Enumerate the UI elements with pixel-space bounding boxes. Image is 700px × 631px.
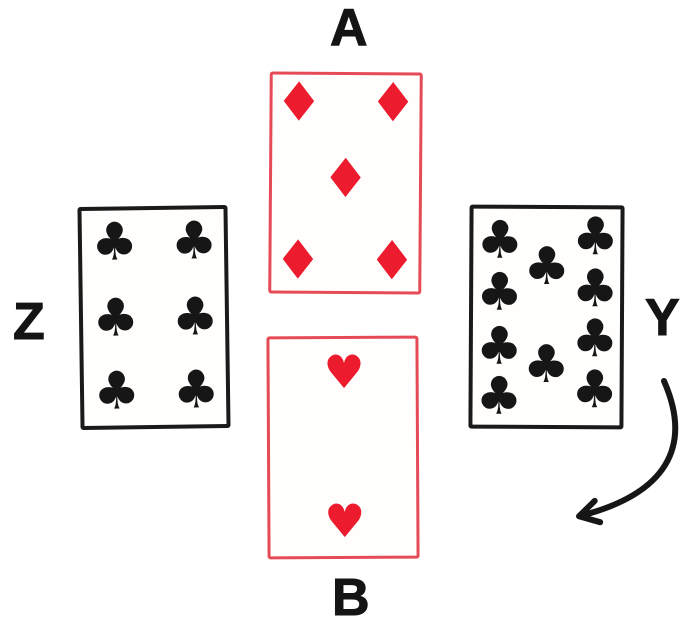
card-2-of-hearts: ♥ ♥ (266, 335, 420, 560)
club-pip: ♣ (90, 212, 139, 274)
club-pip: ♣ (475, 366, 523, 427)
club-pip: ♣ (571, 259, 619, 320)
club-pip: ♣ (476, 211, 524, 272)
heart-pip: ♥ (324, 494, 366, 549)
diamond-pip: ♦ (273, 228, 323, 292)
card-10-of-clubs: ♣ ♣ ♣ ♣ ♣ ♣ ♣ ♣ ♣ ♣ (468, 204, 625, 430)
club-pip: ♣ (476, 262, 524, 324)
diamond-pip: ♦ (321, 146, 370, 210)
diamond-pip: ♦ (367, 228, 417, 293)
player-label-a: A (330, 0, 369, 57)
club-pip: ♣ (92, 360, 141, 422)
club-pip: ♣ (172, 359, 220, 421)
player-label-y: Y (645, 289, 681, 347)
club-pip: ♣ (171, 286, 219, 348)
diamond-pip: ♦ (274, 70, 324, 134)
club-pip: ♣ (91, 287, 140, 349)
diamond-pip: ♦ (368, 71, 418, 135)
club-pip: ♣ (523, 237, 571, 298)
card-5-of-diamonds: ♦ ♦ ♦ ♦ ♦ (268, 70, 423, 295)
card-6-of-clubs: ♣ ♣ ♣ ♣ ♣ ♣ (77, 204, 231, 431)
heart-pip: ♥ (323, 344, 365, 399)
club-pip: ♣ (475, 316, 523, 378)
player-label-b: B (332, 569, 371, 627)
club-pip: ♣ (170, 211, 218, 273)
club-pip: ♣ (571, 308, 619, 369)
club-pip: ♣ (571, 360, 619, 421)
player-label-z: Z (13, 293, 46, 351)
club-pip: ♣ (522, 334, 570, 395)
club-pip: ♣ (571, 207, 619, 268)
